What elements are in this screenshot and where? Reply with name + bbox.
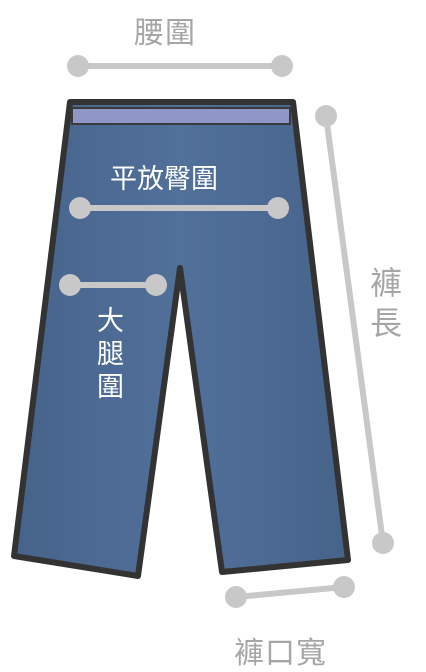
thigh-measure-line [59,274,167,296]
hip-measure-line [69,197,289,219]
leg-opening-measure-line [225,576,355,608]
waist-label: 腰圍 [134,16,196,51]
length-measure-line [315,105,394,554]
length-label: 褲長 [365,266,403,346]
pants-body [11,99,351,579]
leg-opening-label: 褲口寬 [234,636,327,671]
hip-label: 平放臀圍 [110,164,218,195]
thigh-label: 大腿圍 [92,306,123,405]
waistband [71,107,291,125]
waist-measure-line [67,55,293,77]
